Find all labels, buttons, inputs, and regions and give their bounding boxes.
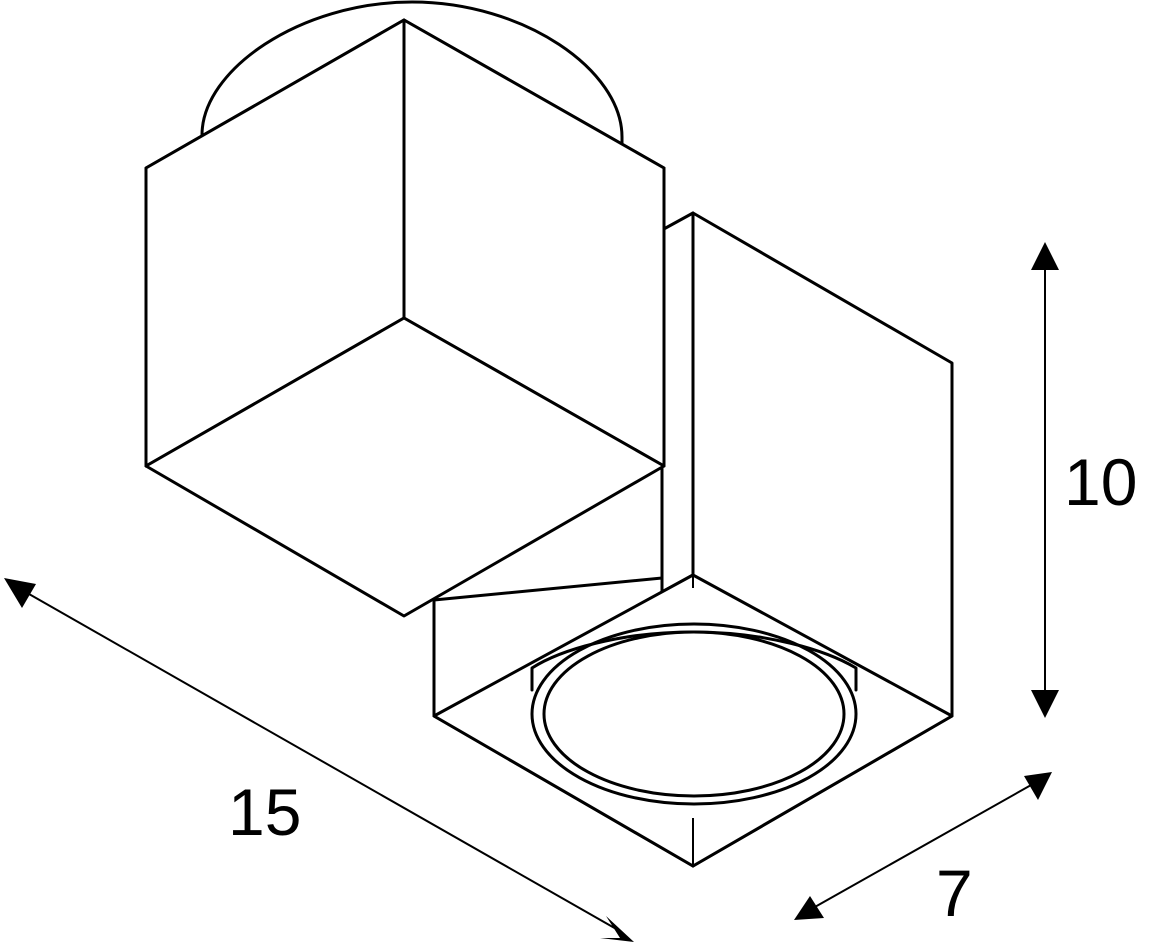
- cube-bottom-face: [144, 316, 666, 618]
- dimension-height-label: 10: [1064, 445, 1137, 519]
- upper-cube-housing: [144, 18, 666, 618]
- lens-ring: [530, 622, 858, 806]
- dimension-width: 15: [4, 578, 634, 942]
- dimension-depth: 7: [794, 772, 1052, 930]
- dimension-height: 10: [1031, 242, 1137, 718]
- lamp-head-opening: [432, 573, 954, 868]
- arrowhead-icon: [1031, 242, 1059, 270]
- dimension-width-label: 15: [228, 775, 301, 849]
- lamp-head-back-face: [660, 211, 695, 594]
- lamp-head-box: [432, 211, 954, 868]
- arrowhead-icon: [600, 916, 634, 942]
- arrowhead-icon: [794, 896, 824, 920]
- dimension-depth-label: 7: [936, 856, 973, 930]
- arrowhead-icon: [4, 578, 36, 608]
- arrowhead-icon: [1024, 772, 1052, 800]
- arrowhead-icon: [1031, 690, 1059, 718]
